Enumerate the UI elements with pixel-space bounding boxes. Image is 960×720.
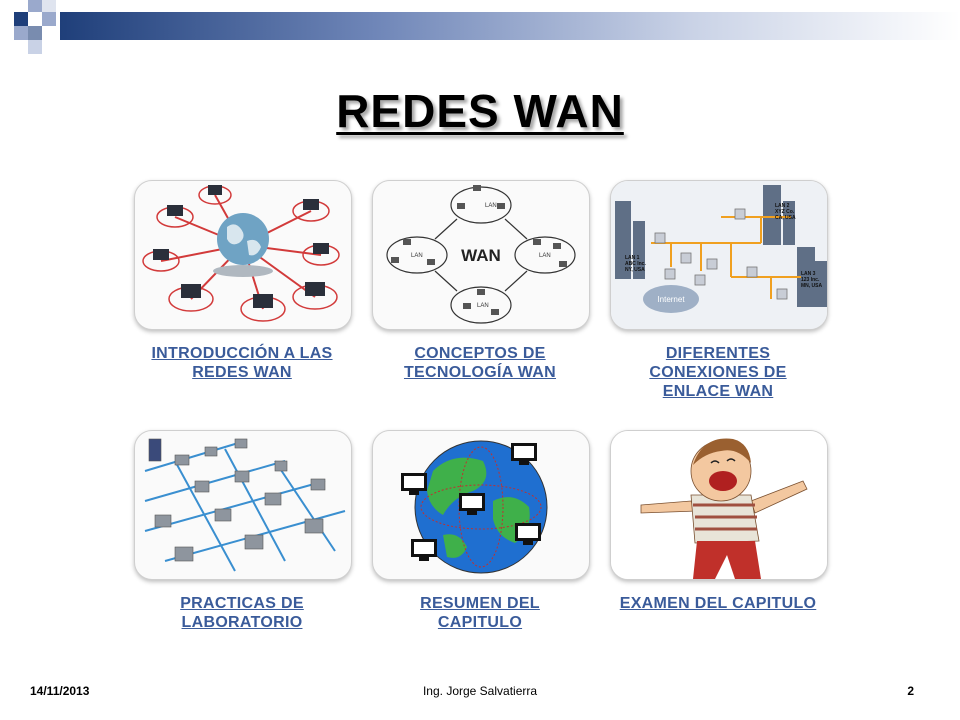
lan2-loc: CA, USA (775, 215, 796, 221)
lan2-org: XYZ Co. (775, 209, 795, 215)
footer-date: 14/11/2013 (30, 684, 90, 698)
link-examen-capitulo[interactable]: EXAMEN DEL CAPITULO (619, 595, 817, 612)
wan-text: WAN (461, 246, 501, 265)
lan1-loc: NY, USA (625, 267, 645, 273)
link-resumen-capitulo[interactable]: RESUMEN DEL CAPITULO (420, 595, 540, 631)
wan-diagram-icon[interactable]: WAN LAN LAN LAN LAN (372, 180, 590, 330)
header-square-light (28, 0, 42, 12)
header-square-light (14, 26, 28, 40)
lan1-org: ABC Inc. (625, 261, 646, 267)
footer-page-number: 2 (907, 684, 914, 698)
lan1-label: LAN 1 (625, 255, 640, 261)
internet-label: Internet (657, 295, 685, 304)
world-computers-icon[interactable] (372, 430, 590, 580)
link-diferentes-conexiones[interactable]: DIFERENTES CONEXIONES DE ENLACE WAN (649, 345, 787, 400)
wan-topology-icon[interactable]: Internet LAN 1 ABC Inc. NY, USA LAN 2 XY… (610, 180, 828, 330)
link-practicas-laboratorio[interactable]: PRACTICAS DE LABORATORIO (180, 595, 304, 631)
slide-title: REDES WAN (336, 85, 624, 137)
lan3-label: LAN 3 (801, 271, 816, 277)
header-square-light (42, 0, 56, 12)
lan-text: LAN (485, 203, 497, 209)
header-square-light (42, 12, 56, 26)
header-square-light (28, 40, 42, 54)
lan-text: LAN (539, 253, 551, 259)
lan3-org: 123 Inc. (801, 277, 820, 283)
lan-text: LAN (411, 253, 423, 259)
lan3-loc: MN, USA (801, 283, 823, 289)
footer-author: Ing. Jorge Salvatierra (422, 684, 538, 698)
link-intro-redes-wan[interactable]: INTRODUCCIÓN A LAS REDES WAN (151, 345, 333, 381)
link-conceptos-tecnologia-wan[interactable]: CONCEPTOS DE TECNOLOGÍA WAN (403, 345, 557, 381)
lab-network-icon[interactable] (134, 430, 352, 580)
globe-network-icon[interactable] (134, 180, 352, 330)
header-gradient-bar (60, 12, 960, 40)
header-square-dark (28, 26, 42, 40)
lan2-label: LAN 2 (775, 203, 790, 209)
lan-text: LAN (477, 303, 489, 309)
header-square-dark (14, 12, 28, 26)
happy-kid-icon[interactable] (610, 430, 828, 580)
